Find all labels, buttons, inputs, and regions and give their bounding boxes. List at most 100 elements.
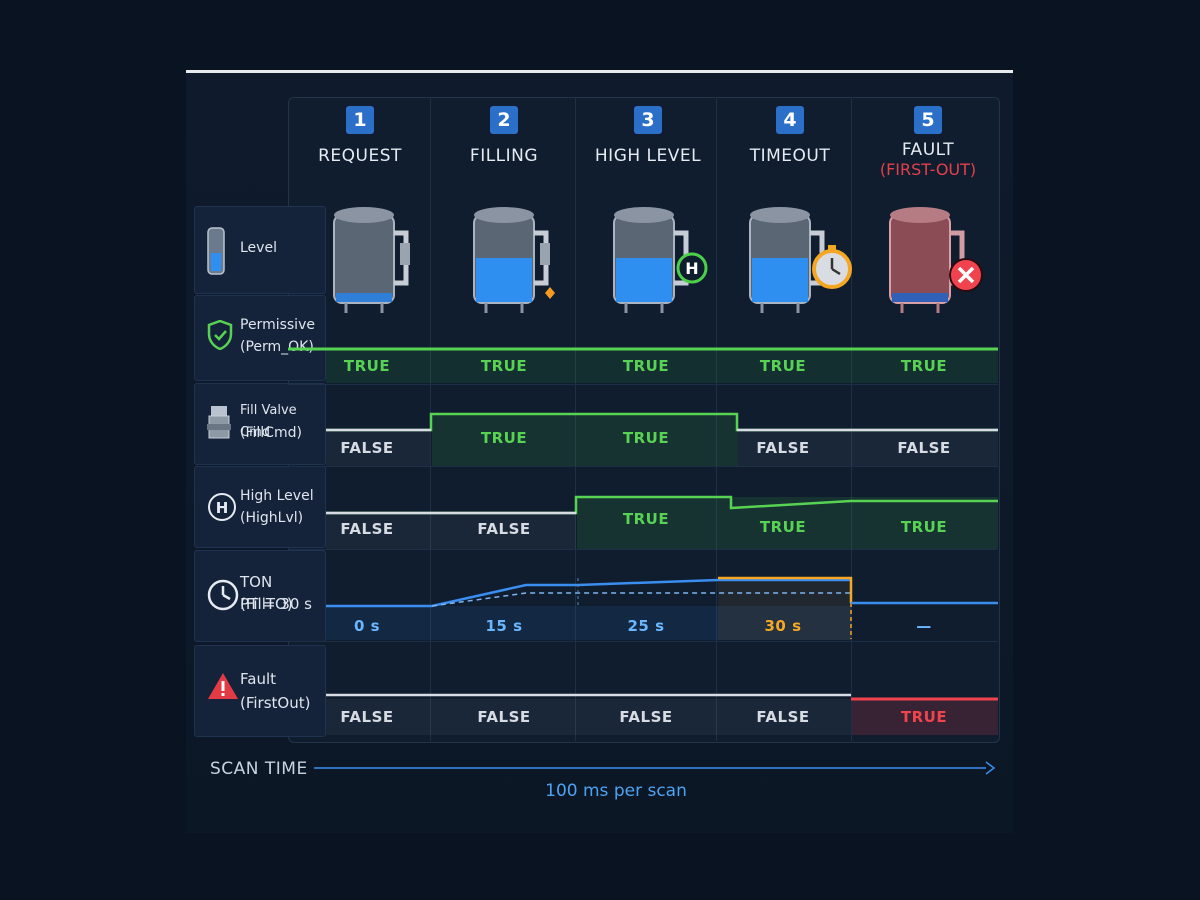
phase-header-high-level: 3 HIGH LEVEL — [578, 106, 718, 166]
column-divider — [851, 97, 852, 741]
signal-traces — [288, 347, 998, 775]
scan-time-label: SCAN TIME — [210, 759, 308, 779]
tank-liquid — [616, 258, 672, 302]
lane-separator — [288, 641, 998, 642]
valve-icon — [207, 406, 231, 439]
fill-valve-value: TRUE — [480, 429, 528, 447]
lane-title: Level — [240, 240, 277, 256]
timer-value: 15 s — [485, 617, 523, 635]
svg-text:H: H — [216, 499, 229, 517]
lane-label-fill-valve: Fill Valve Cmd (FillCmd) — [194, 383, 326, 465]
lane-subtitle: (FirstOut) — [240, 694, 311, 712]
permissive-value: TRUE — [622, 357, 670, 375]
phase-header-fault: 5 FAULT (FIRST-OUT) — [858, 106, 998, 179]
fill-true-band — [432, 414, 738, 466]
timer-value: — — [916, 617, 932, 635]
tank-liquid — [752, 258, 808, 302]
permissive-value: TRUE — [759, 357, 807, 375]
lane-label-fault: Fault (FirstOut) — [194, 645, 326, 737]
fill-valve-value: FALSE — [340, 439, 394, 457]
fill-false-band — [326, 430, 430, 466]
high-level-value: TRUE — [759, 518, 807, 536]
permissive-value: TRUE — [480, 357, 528, 375]
phase-title: HIGH LEVEL — [594, 146, 702, 166]
column-divider — [575, 97, 576, 741]
lane-subtitle: PT = 30 s — [240, 595, 312, 613]
fill-valve-value: TRUE — [622, 429, 670, 447]
timeout-band — [718, 578, 851, 640]
lane-label-permissive: Permissive (Perm_OK) — [194, 295, 326, 381]
fill-false-band — [738, 430, 998, 466]
warning-triangle-icon — [208, 673, 238, 699]
permissive-value: TRUE — [343, 357, 391, 375]
tank-liquid — [476, 258, 532, 302]
tank-icon-fault — [889, 207, 983, 313]
fault-value: FALSE — [756, 708, 810, 726]
phase-header-timeout: 4 TIMEOUT — [720, 106, 860, 166]
phase-number: 1 — [346, 106, 374, 134]
phase-title: TIMEOUT — [749, 146, 831, 166]
fault-value: FALSE — [477, 708, 531, 726]
lane-separator — [288, 549, 998, 550]
timer-value: 25 s — [627, 617, 665, 635]
level-gauge-icon — [207, 227, 225, 275]
phase-subtitle: (FIRST-OUT) — [879, 160, 977, 179]
phase-number: 2 — [490, 106, 518, 134]
lane-label-high-level: H High Level (HighLvl) — [194, 466, 326, 548]
lane-label-ton: TON (FillTO) PT = 30 s — [194, 550, 326, 642]
high-false-band — [326, 513, 576, 549]
high-level-value: TRUE — [900, 518, 948, 536]
phase-header-filling: 2 FILLING — [434, 106, 574, 166]
phase-title: REQUEST — [318, 146, 402, 166]
shield-check-icon — [207, 320, 233, 350]
fill-valve-value: FALSE — [897, 439, 951, 457]
timeout-trace — [718, 576, 853, 603]
tank-icon-request — [333, 207, 410, 313]
arrow-head-icon — [985, 761, 996, 775]
tank-liquid — [336, 293, 392, 302]
column-divider — [716, 97, 717, 741]
fault-true-band — [852, 699, 998, 735]
permissive-true-band — [326, 349, 998, 383]
high-level-badge-icon — [676, 252, 708, 284]
lane-separator — [288, 466, 998, 467]
phase-number: 5 — [914, 106, 942, 134]
fill-valve-value: FALSE — [756, 439, 810, 457]
lane-title: Fill Valve Cmd — [240, 403, 297, 440]
lane-separator — [288, 384, 998, 385]
fault-false-band — [326, 699, 851, 735]
timer-band — [326, 606, 851, 640]
phase-header-request: 1 REQUEST — [290, 106, 430, 166]
tank-liquid — [892, 293, 948, 302]
tank-icon-timeout — [749, 207, 852, 313]
scan-rate-label: 100 ms per scan — [545, 781, 687, 801]
high-level-value: FALSE — [340, 520, 394, 538]
clock-icon — [207, 579, 239, 611]
permissive-value: TRUE — [900, 357, 948, 375]
phase-number: 3 — [634, 106, 662, 134]
timer-accumulator-trace — [326, 578, 851, 608]
high-level-icon: H — [208, 493, 236, 521]
lane-subtitle: (Perm_OK) — [240, 339, 314, 355]
timer-value: 0 s — [353, 617, 381, 635]
fault-value: TRUE — [900, 708, 948, 726]
lane-subtitle: (HighLvl) — [240, 510, 304, 526]
lane-title: TON (FillTO) — [240, 573, 293, 613]
tank-icon-filling — [473, 207, 555, 313]
fill-valve-trace — [326, 412, 998, 432]
high-level-value: FALSE — [477, 520, 531, 538]
tank-icon-high-level: H — [613, 207, 708, 313]
svg-text:H: H — [685, 259, 698, 278]
lane-label-level: Level — [194, 206, 326, 294]
timing-diagram-panel: 1 REQUEST 2 FILLING 3 HIGH LEVEL 4 TIMEO… — [186, 70, 1013, 833]
phase-title: FAULT — [901, 140, 955, 160]
lane-subtitle: (FillCmd) — [240, 425, 302, 441]
fault-value: FALSE — [340, 708, 394, 726]
phase-title: FILLING — [469, 146, 539, 166]
timer-value: 30 s — [764, 617, 802, 635]
high-level-value: TRUE — [622, 510, 670, 528]
lane-title: High Level — [240, 488, 314, 504]
timing-grid — [288, 97, 1000, 743]
fault-value: FALSE — [619, 708, 673, 726]
lane-title: Fault — [240, 670, 276, 688]
